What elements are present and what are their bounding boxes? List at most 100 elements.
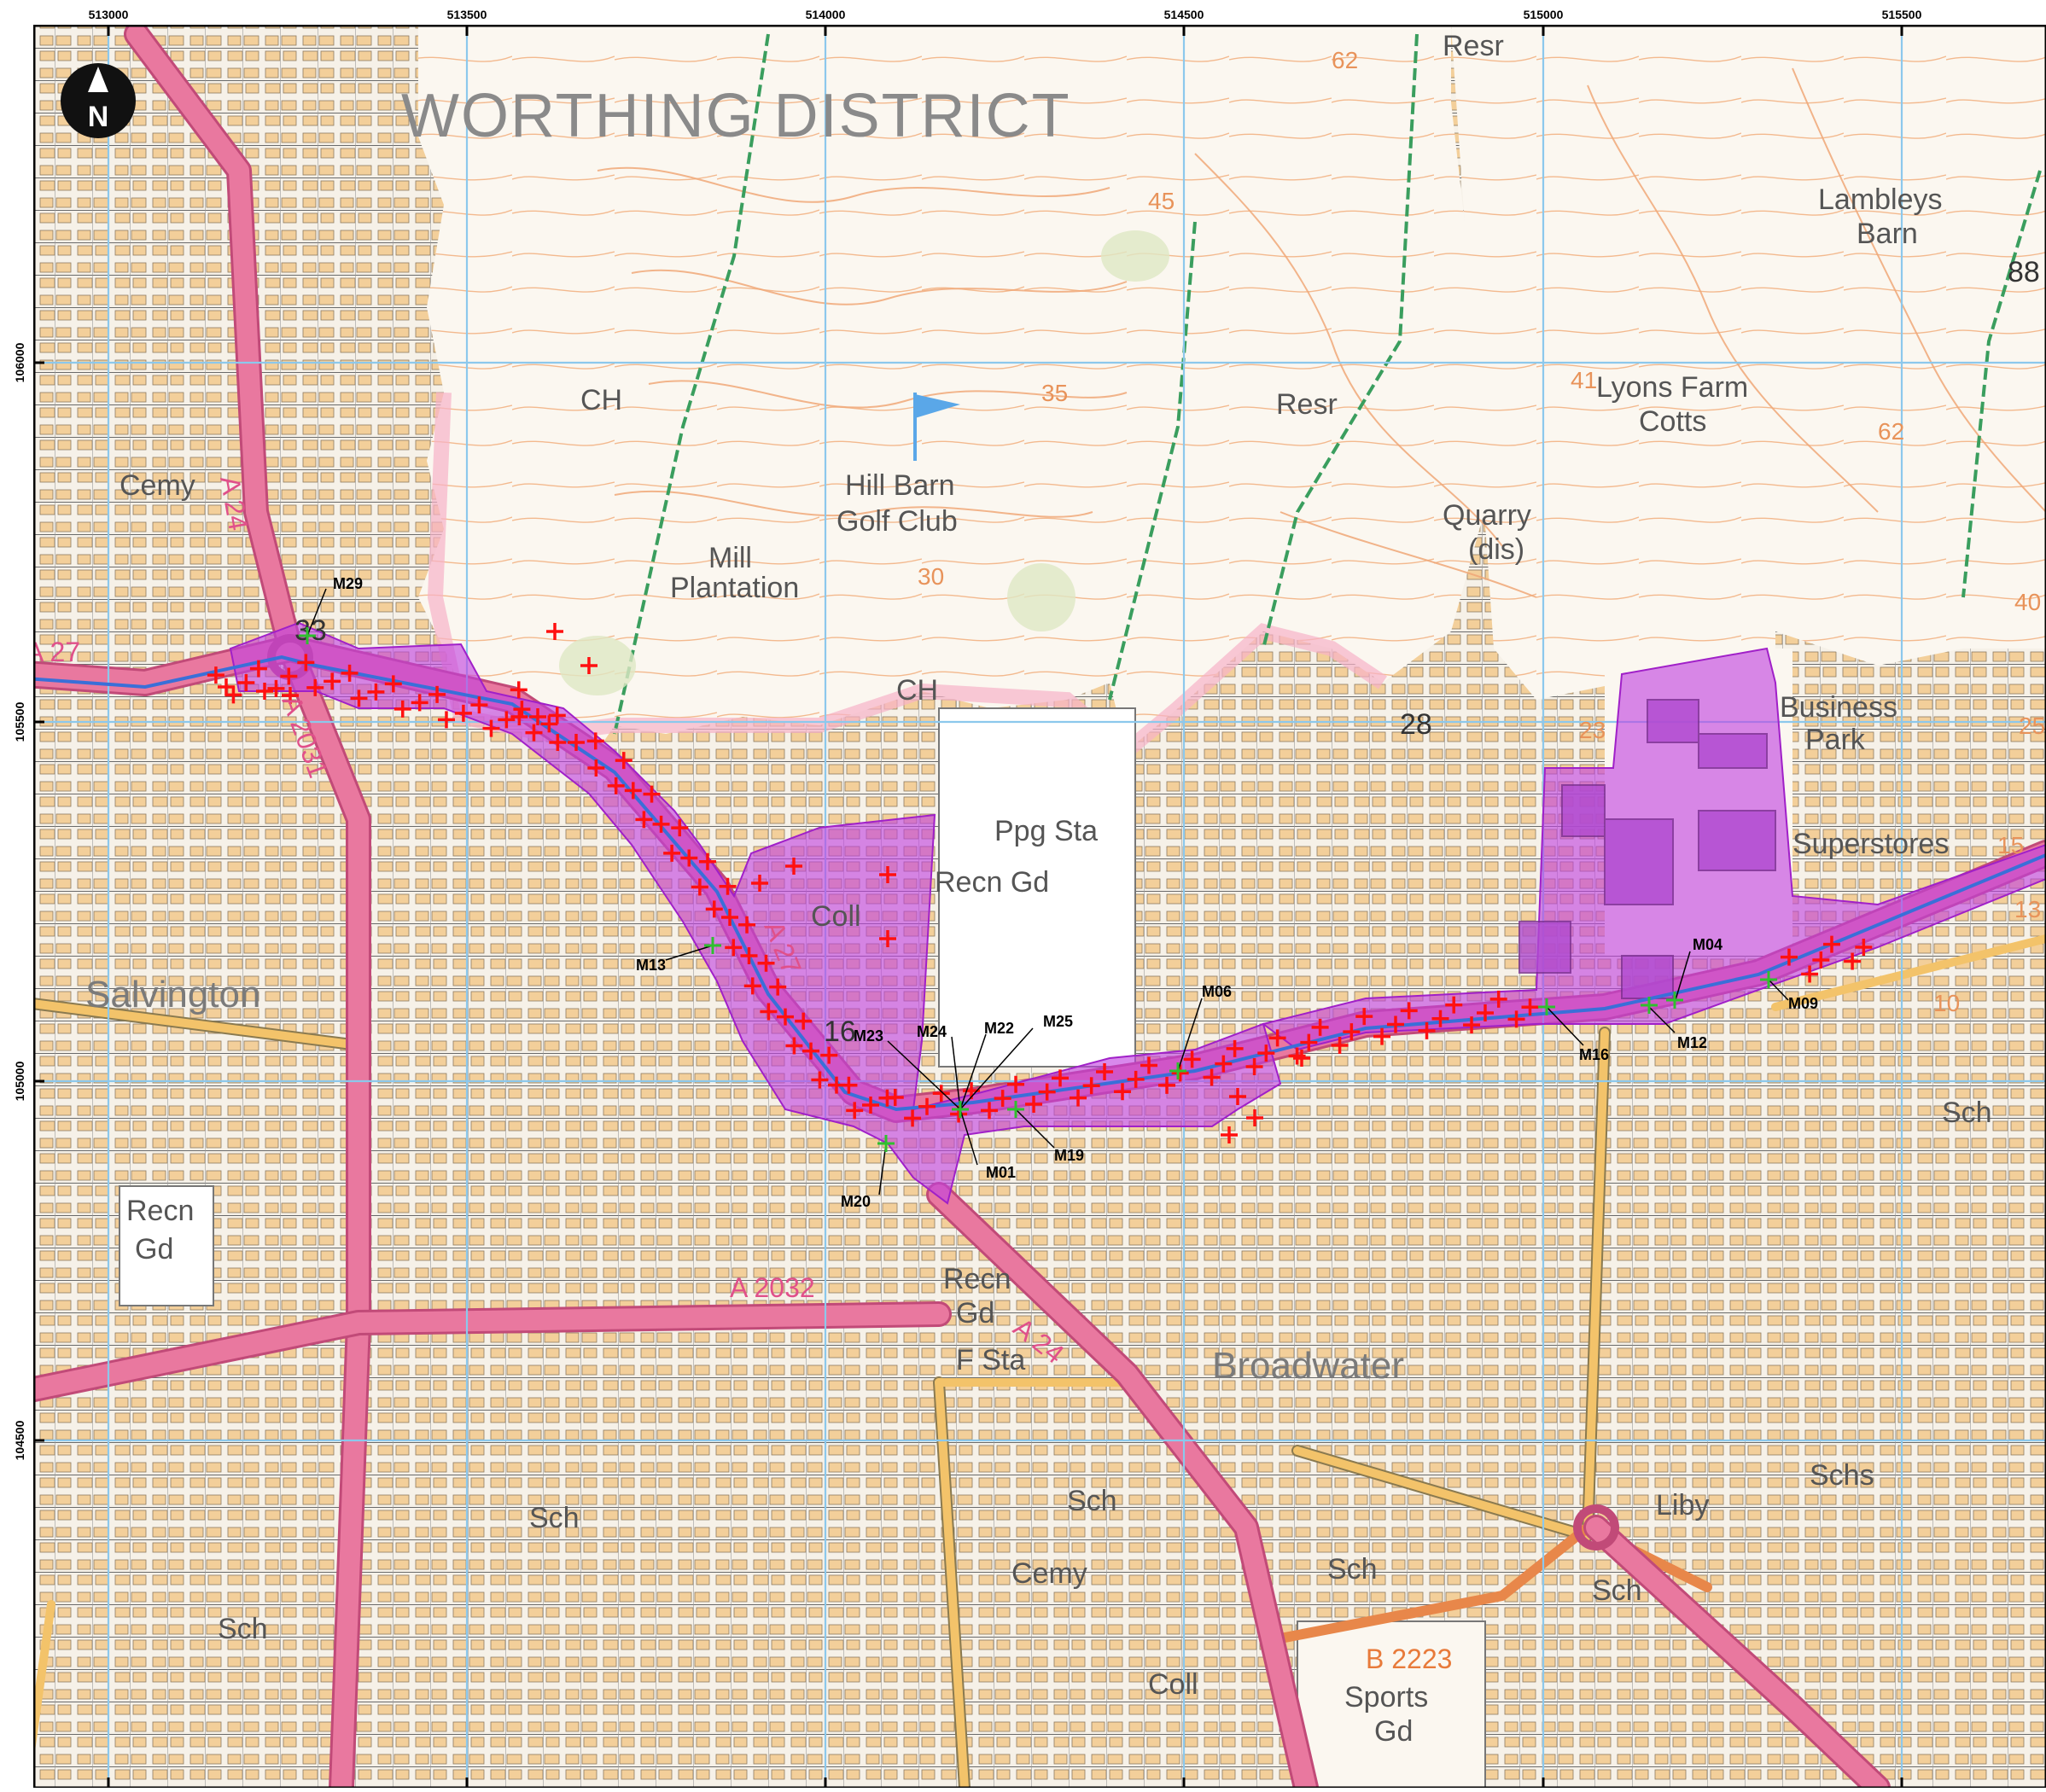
exceedance-cross xyxy=(1158,1076,1176,1094)
label-ch-mid: CH xyxy=(896,674,938,707)
exceedance-cross xyxy=(580,657,597,674)
label-plantation: Plantation xyxy=(670,572,799,604)
exceedance-cross xyxy=(1343,1023,1361,1041)
exceedance-cross xyxy=(1300,1033,1318,1051)
label-num-30: 30 xyxy=(918,563,944,590)
x-tick-label: 513500 xyxy=(447,8,487,21)
y-tick-label: 105500 xyxy=(13,701,26,742)
exceedance-cross xyxy=(513,701,531,719)
y-tick-label: 105000 xyxy=(13,1061,26,1101)
label-sports-gd: Gd xyxy=(1374,1715,1413,1748)
exceedance-cross xyxy=(785,858,802,875)
exceedance-cross xyxy=(549,733,567,751)
y-axis-labels: 106000 105500 105000 104500 xyxy=(13,342,26,1460)
exceedance-cross xyxy=(757,954,775,972)
exceedance-cross xyxy=(1400,1002,1418,1020)
marker-m23: M23 xyxy=(854,1027,883,1044)
label-sch-4: Sch xyxy=(1327,1553,1378,1585)
exceedance-cross xyxy=(1127,1070,1145,1088)
exceedance-cross xyxy=(725,939,743,957)
label-cemy-south: Cemy xyxy=(1011,1557,1087,1590)
label-quarry: Quarry xyxy=(1443,499,1531,532)
exceedance-cross xyxy=(324,672,341,690)
exceedance-cross xyxy=(546,623,563,640)
x-tick-label: 515500 xyxy=(1882,8,1922,21)
exceedance-cross xyxy=(671,819,689,837)
exceedance-cross xyxy=(218,678,235,695)
exceedance-cross xyxy=(846,1102,864,1120)
exceedance-cross xyxy=(635,811,653,829)
marker-m22: M22 xyxy=(984,1020,1014,1037)
exceedance-cross xyxy=(1445,996,1463,1014)
label-num-88: 88 xyxy=(2008,256,2040,288)
label-num-45: 45 xyxy=(1148,188,1175,214)
exceedance-cross xyxy=(862,1097,879,1114)
exceedance-cross xyxy=(751,875,768,892)
exceedance-cross xyxy=(607,777,625,794)
label-num-62a: 62 xyxy=(1332,47,1358,73)
x-tick-label: 513000 xyxy=(89,8,129,21)
exceedance-cross xyxy=(795,1012,813,1030)
exceedance-cross xyxy=(1183,1050,1201,1068)
exceedance-cross xyxy=(1418,1021,1436,1039)
exceedance-cross xyxy=(777,1008,794,1026)
y-tick-label: 104500 xyxy=(13,1420,26,1460)
north-arrow-label: N xyxy=(88,101,109,133)
exceedance-cross xyxy=(482,719,500,737)
exceedance-cross xyxy=(886,1089,904,1107)
marker-m12: M12 xyxy=(1677,1034,1707,1051)
exceedance-cross xyxy=(587,759,605,777)
label-liby: Liby xyxy=(1656,1489,1709,1521)
exceedance-cross xyxy=(568,734,585,751)
label-gd-mid: Gd xyxy=(956,1297,994,1329)
exceedance-cross xyxy=(297,654,315,672)
y-tick-label: 106000 xyxy=(13,342,26,382)
marker-labels: M29 M13 M23 M24 M22 M25 M06 M04 M09 M12 … xyxy=(333,575,1818,1210)
marker-m01: M01 xyxy=(986,1164,1016,1181)
north-arrow: N xyxy=(61,63,136,138)
exceedance-cross xyxy=(1780,948,1798,966)
label-ppg-sta: Ppg Sta xyxy=(994,815,1098,847)
exceedance-cross xyxy=(719,877,737,895)
exceedance-cross xyxy=(981,1102,999,1120)
label-num-62b: 62 xyxy=(1878,418,1904,445)
road-label-b2223: B 2223 xyxy=(1366,1644,1452,1674)
exceedance-cross xyxy=(879,866,896,883)
label-salvington: Salvington xyxy=(85,974,260,1015)
exceedance-cross xyxy=(760,1003,778,1021)
exceedance-cross xyxy=(1268,1029,1286,1047)
label-recn-west: Recn xyxy=(126,1195,194,1227)
exceedance-cross xyxy=(498,711,516,729)
left-margin xyxy=(0,0,33,1788)
exceedance-cross xyxy=(224,686,242,704)
label-num-25: 25 xyxy=(2019,713,2045,739)
exceedance-cross xyxy=(1812,951,1830,969)
tick-marks xyxy=(34,26,1903,1788)
exceedance-cross xyxy=(643,785,661,803)
exceedance-cross xyxy=(769,978,787,996)
business-park-buildings xyxy=(1518,699,1776,999)
marker-m13: M13 xyxy=(636,957,666,974)
exceedance-cross xyxy=(411,694,428,712)
exceedance-cross xyxy=(691,878,708,896)
label-schs: Schs xyxy=(1810,1459,1874,1492)
exceedance-cross xyxy=(1246,1109,1263,1126)
exceedance-cross xyxy=(282,687,299,704)
exceedance-cross xyxy=(840,1076,858,1094)
exceedance-cross xyxy=(1489,990,1507,1008)
exceedance-cross xyxy=(1096,1062,1114,1080)
exceedance-cross xyxy=(1373,1027,1391,1045)
label-golf-club: Golf Club xyxy=(836,505,958,538)
exceedance-cross xyxy=(918,1097,936,1115)
monitoring-sites xyxy=(299,627,1777,1152)
golf-green xyxy=(559,230,1169,695)
label-num-10: 10 xyxy=(1933,990,1960,1016)
exceedance-cross xyxy=(1431,1009,1449,1027)
label-f-sta: F Sta xyxy=(956,1344,1025,1376)
exceedance-cross xyxy=(1082,1077,1100,1095)
label-sports: Sports xyxy=(1344,1681,1428,1713)
exceedance-cross xyxy=(1226,1039,1244,1057)
exceedance-cross xyxy=(1114,1083,1132,1101)
marker-m04: M04 xyxy=(1693,936,1722,953)
